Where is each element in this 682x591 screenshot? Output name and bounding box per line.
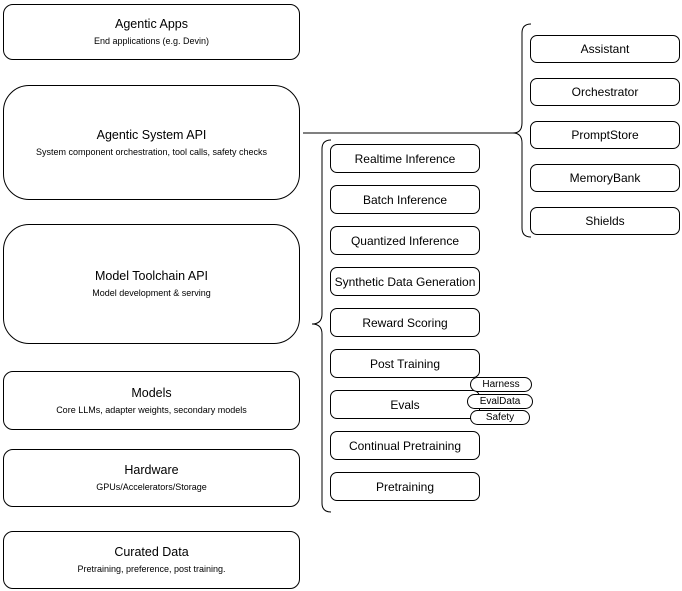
evals-tag-harness: Harness bbox=[470, 377, 532, 392]
toolchain-column: Realtime Inference Batch Inference Quant… bbox=[330, 144, 480, 501]
box-subtitle: Pretraining, preference, post training. bbox=[77, 564, 226, 574]
toolchain-item-continual-pretraining: Continual Pretraining bbox=[330, 431, 480, 460]
components-brace bbox=[512, 23, 532, 238]
components-column: Assistant Orchestrator PromptStore Memor… bbox=[530, 35, 680, 235]
box-title: Agentic Apps bbox=[115, 17, 188, 31]
toolchain-brace bbox=[311, 139, 332, 513]
box-hardware: Hardware GPUs/Accelerators/Storage bbox=[3, 449, 300, 507]
box-agentic-system-api: Agentic System API System component orch… bbox=[3, 85, 300, 200]
box-title: Hardware bbox=[124, 463, 179, 477]
toolchain-item-quantized-inference: Quantized Inference bbox=[330, 226, 480, 255]
box-subtitle: System component orchestration, tool cal… bbox=[35, 146, 268, 157]
component-assistant: Assistant bbox=[530, 35, 680, 63]
toolchain-item-synthetic-data-generation: Synthetic Data Generation bbox=[330, 267, 480, 296]
evals-tag-evaldata: EvalData bbox=[467, 394, 533, 409]
box-subtitle: GPUs/Accelerators/Storage bbox=[96, 482, 207, 492]
box-model-toolchain-api: Model Toolchain API Model development & … bbox=[3, 224, 300, 344]
toolchain-item-reward-scoring: Reward Scoring bbox=[330, 308, 480, 337]
box-title: Model Toolchain API bbox=[94, 269, 209, 283]
toolchain-item-batch-inference: Batch Inference bbox=[330, 185, 480, 214]
component-orchestrator: Orchestrator bbox=[530, 78, 680, 106]
box-subtitle: Core LLMs, adapter weights, secondary mo… bbox=[56, 404, 247, 415]
box-models: Models Core LLMs, adapter weights, secon… bbox=[3, 371, 300, 430]
box-subtitle: Model development & serving bbox=[92, 288, 211, 298]
toolchain-item-pretraining: Pretraining bbox=[330, 472, 480, 501]
box-curated-data: Curated Data Pretraining, preference, po… bbox=[3, 531, 300, 589]
evals-tag-safety: Safety bbox=[470, 410, 530, 425]
component-shields: Shields bbox=[530, 207, 680, 235]
box-title: Models bbox=[131, 385, 172, 400]
component-memorybank: MemoryBank bbox=[530, 164, 680, 192]
component-promptstore: PromptStore bbox=[530, 121, 680, 149]
box-title: Curated Data bbox=[114, 545, 189, 559]
box-title: Agentic System API bbox=[96, 127, 207, 142]
box-agentic-apps: Agentic Apps End applications (e.g. Devi… bbox=[3, 4, 300, 60]
toolchain-item-evals: Evals bbox=[330, 390, 480, 419]
box-subtitle: End applications (e.g. Devin) bbox=[93, 36, 210, 46]
toolchain-item-post-training: Post Training bbox=[330, 349, 480, 378]
toolchain-item-realtime-inference: Realtime Inference bbox=[330, 144, 480, 173]
